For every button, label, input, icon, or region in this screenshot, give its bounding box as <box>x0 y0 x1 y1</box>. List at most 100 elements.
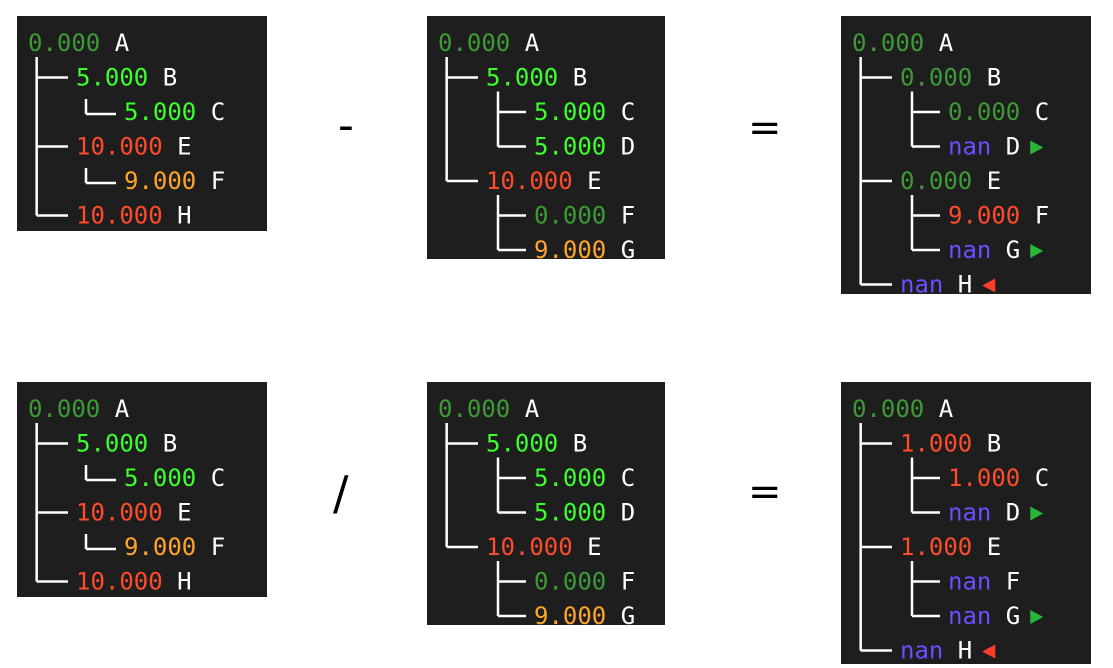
node-name: D <box>1006 133 1020 161</box>
node-value: 5.000 <box>76 430 148 458</box>
node-name: C <box>621 464 635 492</box>
node-value: 1.000 <box>900 430 972 458</box>
node-name: B <box>573 64 587 92</box>
tree-node-h: 10.000 H <box>76 568 192 596</box>
tree-node-a: 0.000 A <box>852 395 954 423</box>
node-value: 0.000 <box>28 29 100 57</box>
minus-operator: - <box>338 100 354 151</box>
node-value: 0.000 <box>438 29 510 57</box>
node-value: 10.000 <box>76 499 163 527</box>
node-name: F <box>211 167 225 195</box>
triangle-left-icon <box>982 644 996 659</box>
node-name: B <box>987 64 1001 92</box>
tree-node-b: 1.000 B <box>900 430 1001 458</box>
tree-node-g: nan G <box>948 602 1020 630</box>
node-value: 9.000 <box>534 236 606 259</box>
node-value: 10.000 <box>76 568 163 596</box>
tree-node-b: 5.000 B <box>486 64 587 92</box>
node-value: 0.000 <box>534 568 606 596</box>
node-name: C <box>1035 464 1049 492</box>
node-value: 9.000 <box>124 167 196 195</box>
tree-node-d: nan D <box>948 499 1020 527</box>
node-name: A <box>115 29 130 57</box>
node-value: 5.000 <box>534 133 606 161</box>
tree-node-d: nan D <box>948 133 1020 161</box>
tree-node-d: 5.000 D <box>534 499 635 527</box>
node-name: F <box>621 568 635 596</box>
node-value: 10.000 <box>486 167 573 195</box>
node-name: H <box>958 637 972 665</box>
node-name: B <box>987 430 1001 458</box>
node-name: A <box>525 395 540 423</box>
node-value: 9.000 <box>948 202 1020 230</box>
tree-node-a: 0.000 A <box>438 29 540 57</box>
triangle-right-icon <box>1030 506 1044 521</box>
node-name: D <box>1006 499 1020 527</box>
node-value: 5.000 <box>124 98 196 126</box>
node-name: A <box>939 395 954 423</box>
node-value: 5.000 <box>486 430 558 458</box>
node-value: 10.000 <box>76 202 163 230</box>
node-value: 0.000 <box>852 395 924 423</box>
node-name: E <box>587 533 601 561</box>
node-value: 0.000 <box>852 29 924 57</box>
tree-node-g: nan G <box>948 236 1020 264</box>
node-value: 5.000 <box>124 464 196 492</box>
node-name: G <box>1006 236 1020 264</box>
tree-node-f: 9.000 F <box>948 202 1049 230</box>
node-value: 5.000 <box>486 64 558 92</box>
node-value: 0.000 <box>948 98 1020 126</box>
tree-connectors <box>859 423 940 652</box>
node-name: F <box>1035 202 1049 230</box>
node-name: C <box>1035 98 1049 126</box>
node-name: A <box>115 395 130 423</box>
node-value: nan <box>948 602 991 630</box>
node-name: G <box>1006 602 1020 630</box>
tree-connectors <box>35 57 116 217</box>
node-value: 10.000 <box>76 133 163 161</box>
tree-node-g: 9.000 G <box>534 236 635 259</box>
node-name: G <box>621 236 635 259</box>
node-value: 5.000 <box>76 64 148 92</box>
equals-operator-top: = <box>748 105 782 151</box>
node-name: D <box>621 133 635 161</box>
node-name: B <box>163 64 177 92</box>
node-name: C <box>621 98 635 126</box>
node-value: nan <box>948 236 991 264</box>
node-value: nan <box>900 271 943 295</box>
node-value: 5.000 <box>534 499 606 527</box>
tree-node-c: 0.000 C <box>948 98 1049 126</box>
tree-node-g: 9.000 G <box>534 602 635 625</box>
node-name: D <box>621 499 635 527</box>
node-name: G <box>621 602 635 625</box>
equals-operator-bottom: = <box>748 469 782 515</box>
node-value: nan <box>948 133 991 161</box>
node-name: A <box>525 29 540 57</box>
node-name: F <box>1006 568 1020 596</box>
node-value: 1.000 <box>948 464 1020 492</box>
node-value: 1.000 <box>900 533 972 561</box>
node-value: nan <box>900 637 943 665</box>
tree-connectors <box>445 57 526 252</box>
node-value: 9.000 <box>124 533 196 561</box>
node-value: 9.000 <box>534 602 606 625</box>
node-value: nan <box>948 499 991 527</box>
node-name: H <box>177 568 191 596</box>
